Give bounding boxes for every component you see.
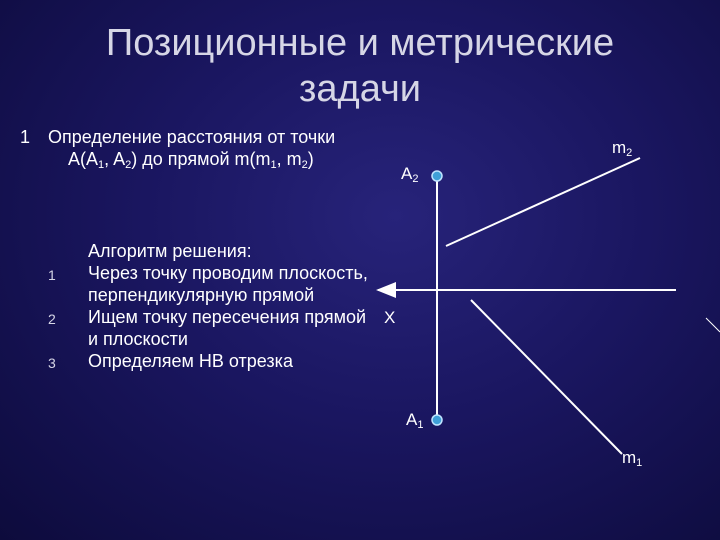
algorithm-step-1: 1 Через точку проводим плоскость, перпен… xyxy=(48,262,368,306)
label-a1: A1 xyxy=(406,410,423,431)
label-m1-base: m xyxy=(622,448,637,467)
label-m2-sub: 2 xyxy=(626,147,633,159)
label-a2: A2 xyxy=(401,164,418,185)
task-sub-m1: 1 xyxy=(270,159,277,171)
line-m2 xyxy=(445,157,641,247)
algorithm-heading-text: Алгоритм решения: xyxy=(88,241,252,261)
algorithm-block: Алгоритм решения: 1 Через точку проводим… xyxy=(48,240,368,372)
task-text-e: ) xyxy=(307,149,314,169)
decorative-edge-line xyxy=(705,317,720,333)
task-text: Определение расстояния от точки A(A1, A2… xyxy=(48,126,360,176)
label-a2-sub: 2 xyxy=(412,173,419,185)
line-m1 xyxy=(470,299,623,455)
step-number: 2 xyxy=(48,311,56,327)
label-m1-sub: 1 xyxy=(636,457,643,469)
algorithm-step-3: 3 Определяем НВ отрезка xyxy=(48,350,368,372)
task-text-a: Определение расстояния от точки A(A xyxy=(48,127,336,169)
step-text: Ищем точку пересечения прямой и плоскост… xyxy=(88,307,367,349)
label-a1-base: A xyxy=(406,410,418,429)
task-statement: 1 Определение расстояния от точки A(A1, … xyxy=(20,126,360,176)
task-text-b: , A xyxy=(104,149,126,169)
task-text-d: , m xyxy=(276,149,302,169)
label-x-axis: X xyxy=(384,308,396,327)
label-a2-base: A xyxy=(401,164,413,183)
task-text-c: ) до прямой m(m xyxy=(131,149,271,169)
step-number: 1 xyxy=(48,267,56,283)
step-text: Определяем НВ отрезка xyxy=(88,351,293,371)
task-sub-a1: 1 xyxy=(98,159,105,171)
title-line-2: задачи xyxy=(298,68,422,110)
algorithm-heading: Алгоритм решения: xyxy=(48,240,368,262)
task-sub-a2: 2 xyxy=(125,159,132,171)
task-number: 1 xyxy=(20,127,31,147)
task-sub-m2: 2 xyxy=(301,159,308,171)
point-a1 xyxy=(431,414,443,426)
algorithm-step-2: 2 Ищем точку пересечения прямой и плоско… xyxy=(48,306,368,350)
step-number: 3 xyxy=(48,355,56,371)
label-m2-base: m xyxy=(612,138,627,157)
title-line-1: Позиционные и метрические xyxy=(105,22,615,64)
label-m2: m2 xyxy=(612,138,632,159)
slide-title: Позиционные и метрические задачи xyxy=(60,20,660,112)
point-a2 xyxy=(431,170,443,182)
label-m1: m1 xyxy=(622,448,642,469)
step-text: Через точку проводим плоскость, перпенди… xyxy=(88,263,368,305)
label-a1-sub: 1 xyxy=(417,419,424,431)
